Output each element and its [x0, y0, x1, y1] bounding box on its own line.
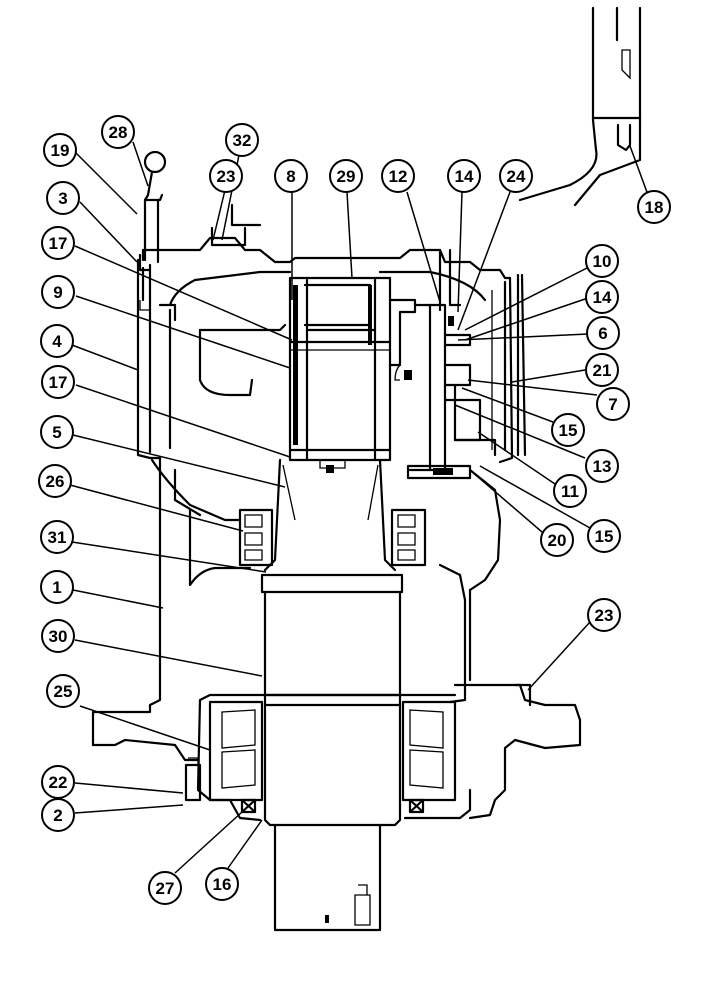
- callout-32: 32: [225, 123, 259, 157]
- callout-23-top-label: 23: [217, 167, 236, 186]
- callout-11-label: 11: [561, 482, 579, 501]
- callout-30-label: 30: [49, 627, 68, 646]
- callout-12-label: 12: [389, 167, 408, 186]
- callout-19-label: 19: [51, 141, 70, 160]
- callout-15-lower: 15: [587, 519, 621, 553]
- callout-15-upper: 15: [551, 413, 585, 447]
- callout-5: 5: [40, 415, 74, 449]
- callout-3-label: 3: [58, 189, 67, 208]
- callout-29: 29: [329, 159, 363, 193]
- callout-32-label: 32: [233, 131, 252, 150]
- callout-2-label: 2: [53, 806, 62, 825]
- callout-16: 16: [205, 867, 239, 901]
- callout-10: 10: [585, 244, 619, 278]
- callout-bubbles: 28 19 3 17 9 4 17 5 26 31 1 30 25 22 2 2…: [38, 115, 671, 905]
- callout-6: 6: [586, 316, 620, 350]
- callout-10-label: 10: [593, 252, 612, 271]
- fittings: [138, 150, 532, 802]
- callout-8: 8: [274, 159, 308, 193]
- callout-15-upper-label: 15: [559, 421, 578, 440]
- callout-26: 26: [38, 464, 72, 498]
- callout-7-label: 7: [608, 395, 617, 414]
- callout-1: 1: [40, 570, 74, 604]
- callout-25: 25: [46, 674, 80, 708]
- callout-28: 28: [101, 115, 135, 149]
- callout-19: 19: [43, 133, 77, 167]
- callout-23-lower: 23: [587, 598, 621, 632]
- callout-17-upper-label: 17: [49, 234, 68, 253]
- callout-14-top: 14: [447, 159, 481, 193]
- callout-26-label: 26: [46, 472, 65, 491]
- callout-20: 20: [540, 523, 574, 557]
- callout-30: 30: [41, 619, 75, 653]
- callout-22-label: 22: [49, 773, 68, 792]
- callout-11: 11: [553, 474, 587, 508]
- callout-8-label: 8: [286, 167, 295, 186]
- callout-22: 22: [41, 765, 75, 799]
- brake-valve-group: [388, 248, 497, 480]
- callout-28-label: 28: [109, 123, 128, 142]
- callout-9-label: 9: [53, 283, 62, 302]
- callout-13-label: 13: [593, 457, 612, 476]
- callout-29-label: 29: [337, 167, 356, 186]
- callout-7: 7: [596, 387, 630, 421]
- callout-16-label: 16: [213, 875, 232, 894]
- callout-14-right-label: 14: [593, 288, 612, 307]
- callout-18: 18: [637, 190, 671, 224]
- leader-lines: [69, 141, 649, 874]
- callout-14-top-label: 14: [455, 167, 474, 186]
- callout-12: 12: [381, 159, 415, 193]
- callout-27-label: 27: [156, 879, 175, 898]
- callout-3: 3: [46, 181, 80, 215]
- callout-17-lower: 17: [41, 365, 75, 399]
- callout-13: 13: [585, 449, 619, 483]
- callout-23-top: 23: [209, 159, 243, 193]
- callout-17-lower-label: 17: [49, 373, 68, 392]
- callout-5-label: 5: [52, 423, 61, 442]
- callout-9: 9: [41, 275, 75, 309]
- callout-17-upper: 17: [41, 226, 75, 260]
- callout-24-label: 24: [507, 167, 526, 186]
- callout-1-label: 1: [52, 578, 61, 597]
- callout-31-label: 31: [48, 528, 67, 547]
- callout-18-label: 18: [645, 198, 664, 217]
- callout-25-label: 25: [54, 682, 73, 701]
- callout-20-label: 20: [548, 531, 567, 550]
- callout-14-right: 14: [585, 280, 619, 314]
- detail-inset: [518, 6, 642, 207]
- callout-27: 27: [148, 871, 182, 905]
- callout-4-label: 4: [52, 332, 62, 351]
- callout-23-lower-label: 23: [595, 606, 614, 625]
- callout-31: 31: [40, 520, 74, 554]
- callout-15-lower-label: 15: [595, 527, 614, 546]
- callout-21: 21: [585, 353, 619, 387]
- callout-6-label: 6: [598, 324, 607, 343]
- callout-4: 4: [40, 324, 74, 358]
- callout-2: 2: [41, 798, 75, 832]
- callout-21-label: 21: [593, 361, 612, 380]
- callout-24: 24: [499, 159, 533, 193]
- shaft-assembly: [208, 276, 457, 932]
